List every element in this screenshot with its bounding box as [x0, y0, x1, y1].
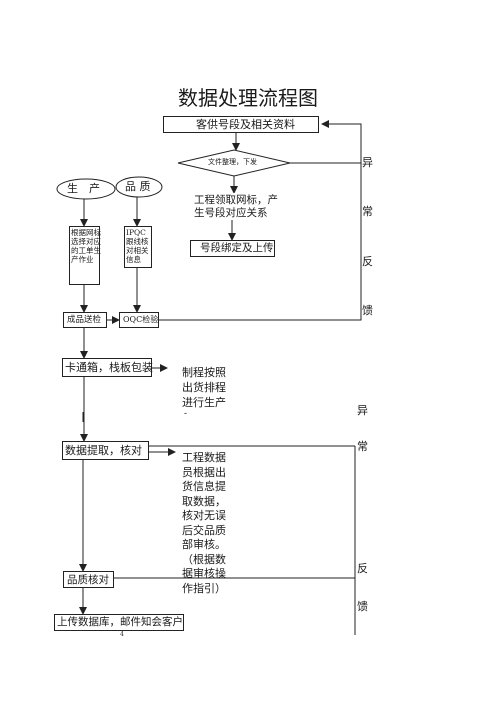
node-quality-label: 品 质	[125, 180, 151, 193]
node-data-extract-label: 数据提取，核对	[65, 444, 142, 457]
node-ipqc-label: IPQC跟线核对相关信息	[126, 228, 149, 264]
feedback-1-char-1: 异	[362, 156, 373, 169]
feedback-2-char-1: 异	[357, 404, 368, 417]
node-oqc-label: OQC检验	[123, 315, 159, 324]
stray-tick-mark: 4	[120, 631, 124, 638]
node-customer-info: 客供号段及相关资料	[163, 116, 319, 133]
note-plan: 制程按照出货排程进行生产	[182, 366, 226, 409]
node-finished-inspect: 成品送检	[63, 312, 107, 328]
feedback-2-char-3: 反	[357, 562, 368, 575]
feedback-2-char-4: 馈	[357, 600, 368, 613]
node-upload-db: 上传数据库，邮件知会客户	[54, 614, 184, 631]
oval-quality	[115, 176, 163, 198]
node-oqc: OQC检验	[119, 312, 159, 328]
node-select-tag-label: 根据网标选择对应的工单生产作业	[71, 228, 101, 264]
node-production-label: 生 产	[67, 182, 100, 195]
node-quality-check: 品质核对	[63, 571, 114, 588]
node-select-tag: 根据网标选择对应的工单生产作业	[69, 226, 101, 285]
diagram-title: 数据处理流程图	[178, 86, 318, 110]
node-upload-db-label: 上传数据库，邮件知会客户	[57, 616, 183, 628]
feedback-2-char-2: 常	[357, 440, 368, 453]
feedback-line-1	[159, 120, 362, 321]
node-carton-pack: 卡通箱，栈板包装	[62, 358, 153, 377]
node-data-extract: 数据提取，核对	[62, 441, 149, 460]
oval-production	[56, 178, 116, 200]
feedback-1-char-2: 常	[362, 205, 373, 218]
node-quality-check-label: 品质核对	[67, 574, 109, 586]
stray-dash-mark: -	[184, 409, 188, 419]
node-ipqc: IPQC跟线核对相关信息	[124, 226, 152, 268]
feedback-1-char-3: 反	[362, 255, 373, 268]
node-eng-receive-label: 工程领取网标，产生号段对应关系	[194, 194, 278, 219]
node-bind-upload: 号段绑定及上传	[190, 240, 275, 257]
node-finished-inspect-label: 成品送检	[67, 315, 102, 325]
feedback-1-char-4: 馈	[362, 304, 373, 317]
node-carton-pack-label: 卡通箱，栈板包装	[65, 361, 153, 374]
node-doc-organize-label: 文件整理，下发	[208, 158, 257, 166]
node-eng-receive: 工程领取网标，产生号段对应关系	[192, 193, 278, 220]
node-bind-upload-label: 号段绑定及上传	[200, 242, 274, 254]
note-engineering: 工程数据员根据出货信息提取数据，核对无误后交品质部审核。（根据数据审核操作指引）	[182, 451, 226, 595]
node-customer-info-label: 客供号段及相关资料	[196, 118, 295, 131]
